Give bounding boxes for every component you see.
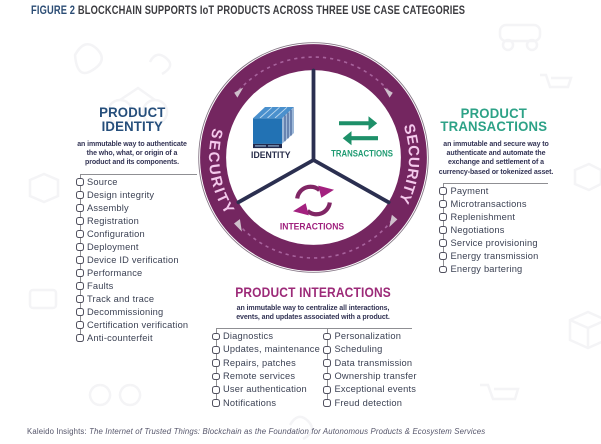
svg-text:INTERACTIONS: INTERACTIONS bbox=[280, 221, 344, 232]
svg-text:TRANSACTIONS: TRANSACTIONS bbox=[331, 148, 393, 159]
svg-text:IDENTITY: IDENTITY bbox=[251, 150, 291, 161]
